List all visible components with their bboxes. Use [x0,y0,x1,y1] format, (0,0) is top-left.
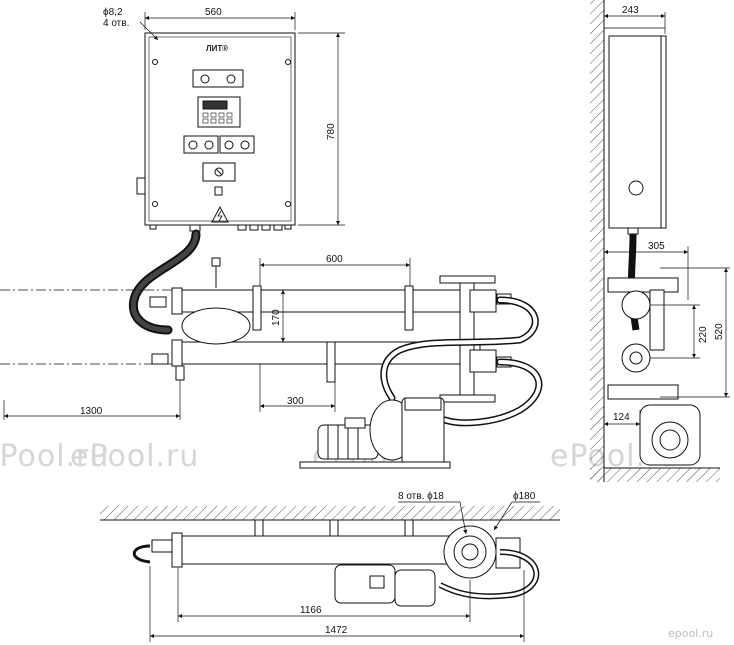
unit-lamp-spacing-dim: 600 [326,254,343,265]
panel-cable-glands [149,224,292,232]
pump-front [299,397,451,469]
side-panel-door [660,35,667,229]
panel-hinge [136,177,146,195]
side-selector [628,180,644,196]
panel-height-dim: 780 [326,123,337,140]
side-base-dim: 124 [613,412,630,423]
panel-indicator-block [192,69,244,88]
water-pipes-inner [381,298,541,425]
side-depth-dim: 243 [622,5,639,16]
uv-flange-bottom [439,394,496,403]
side-reach-dim: 305 [648,241,665,252]
panel-bolt-3 [152,201,158,207]
panel-button-block-right [219,135,255,154]
control-panel [136,32,296,232]
pump-base [299,461,451,469]
uv-bulge [181,307,251,345]
panel-bolt-1 [152,59,158,65]
uv-sensor-1 [149,296,167,308]
panel-inner-frame [148,36,292,222]
bottom-pump-housing [394,569,436,607]
panel-lock [214,186,223,196]
uv-hoses-inner [130,231,199,333]
side-bracket-upper [607,277,679,293]
bottom-sensor [151,539,173,553]
ceiling-hatch [100,506,560,520]
panel-hole-dim: ϕ8,2 [103,7,123,18]
bottom-pump-motor [334,564,396,604]
panel-keypad [202,112,233,124]
unit-dimensions [0,258,411,420]
pump-terminal-box [344,417,366,429]
bottom-pump-box [369,575,385,589]
uv-outlet-lower [469,349,497,373]
uv-outlet-upper [469,289,497,313]
panel-button-4 [240,140,250,150]
side-gland [627,227,639,235]
panel-selector-switch [214,167,224,177]
panel-logo: ЛИТ® [206,44,228,53]
uv-sensor-2 [151,353,169,365]
bottom-total-length-dim: 1472 [325,625,348,636]
panel-button-2 [204,140,214,150]
wall-hatch [590,0,604,482]
uv-endcap-upper [171,287,183,315]
panel-box [144,32,296,226]
side-panel-box [608,35,662,229]
uv-clamp-2 [404,285,414,331]
panel-button-block-left [183,135,219,154]
side-h-small-dim: 220 [698,326,709,343]
uv-endcap-lower [171,339,183,367]
panel-display-screen [202,100,228,110]
pump-filter-lid [404,397,442,411]
bottom-holes-label: 8 отв. ϕ18 [398,491,444,502]
panel-selector-block [202,162,236,182]
panel-indicator-light-2 [226,74,236,84]
unit-left-dim: 1300 [80,406,103,417]
uv-unit-front [149,257,512,403]
watermark-2: ePool.ru [70,439,199,474]
side-h-large-dim: 520 [714,323,725,340]
side-pipe [649,289,665,351]
panel-dimensions [139,12,345,226]
panel-bolt-2 [285,59,291,65]
panel-controller [197,96,241,128]
panel-width-dim: 560 [205,7,222,18]
panel-hole-count: 4 отв. [103,18,129,29]
panel-indicator-light-1 [200,74,210,84]
bottom-inner-length-dim: 1166 [300,605,322,616]
bottom-flange-dim: ϕ180 [513,491,536,502]
bottom-chamber [179,535,451,565]
bottom-endcap [171,532,183,568]
panel-bolt-4 [285,201,291,207]
uv-flange-top [439,275,496,284]
watermark-corner: epool.ru [668,627,713,640]
uv-clamp-1 [252,285,262,331]
bottom-view [100,501,560,642]
panel-button-1 [188,140,198,150]
side-bracket-lower [607,384,679,400]
side-view [590,0,730,482]
uv-endcap-foot [175,365,185,381]
side-chamber-upper [621,290,651,320]
floor-hatch [590,468,720,482]
unit-height-dim: 170 [271,309,282,326]
panel-button-3 [224,140,234,150]
warning-triangle-icon [211,205,229,223]
uv-clamp-3 [326,341,336,383]
unit-offset-dim: 300 [287,396,304,407]
watermark-1: ePool.ru [0,439,109,474]
